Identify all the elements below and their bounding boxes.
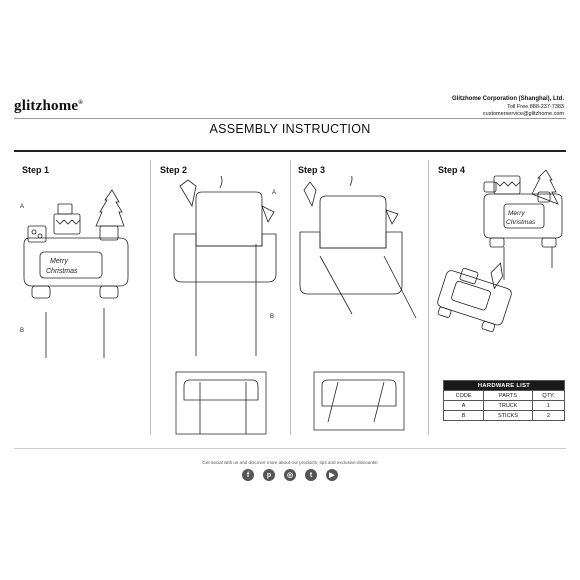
footer-text: Get social with us and discover more abo…: [202, 460, 378, 465]
instagram-icon[interactable]: ◎: [284, 469, 296, 481]
social-links: f p ◎ t ▶: [0, 469, 580, 481]
company-name: Glitzhome Corporation (Shanghai), Ltd.: [452, 96, 564, 102]
qty-cell: 2: [531, 410, 566, 421]
step-2-illustration: A B: [156, 176, 286, 436]
step-3-label: Step 3: [298, 165, 326, 175]
step-1-label: Step 1: [22, 165, 50, 175]
column-divider: [150, 160, 151, 435]
footer-divider: [14, 448, 566, 449]
step-3-illustration: [294, 176, 424, 436]
registered-mark: ®: [78, 100, 83, 106]
table-row: B STICKS 2: [442, 410, 566, 421]
part-b-label: B: [270, 314, 274, 320]
logo-text: glitzhome: [14, 98, 79, 114]
sign-text-line-1: Merry: [508, 210, 525, 217]
header-divider: [14, 150, 566, 152]
qty-cell: 1: [531, 400, 566, 411]
step-1-illustration: A Merry Christmas B: [16, 182, 146, 382]
table-header: QTY.: [531, 390, 566, 401]
column-divider: [290, 160, 291, 435]
code-cell: A: [442, 400, 485, 411]
brand-logo: glitzhome®: [14, 98, 83, 115]
table-row: A TRUCK 1: [442, 400, 566, 411]
sign-text-line-2: Christmas: [506, 219, 536, 226]
sign-text-line-2: Christmas: [46, 268, 78, 275]
parts-cell: STICKS: [483, 410, 533, 421]
facebook-icon[interactable]: f: [242, 469, 254, 481]
code-cell: B: [442, 410, 485, 421]
part-a-label: A: [20, 204, 24, 210]
column-divider: [428, 160, 429, 435]
company-phone: Toll Free 888-237-7383: [507, 103, 564, 110]
step-4-label: Step 4: [438, 165, 466, 175]
step-4-illustration: Merry Christmas: [432, 170, 572, 370]
part-b-label: B: [20, 328, 24, 334]
page-title: ASSEMBLY INSTRUCTION: [209, 122, 371, 136]
parts-cell: TRUCK: [483, 400, 533, 411]
company-info: Glitzhome Corporation (Shanghai), Ltd. T…: [452, 96, 564, 119]
table-header: CODE: [442, 390, 485, 401]
youtube-icon[interactable]: ▶: [326, 469, 338, 481]
top-divider: [14, 118, 566, 119]
twitter-icon[interactable]: t: [305, 469, 317, 481]
company-email: customerservice@glitzhome.com: [482, 111, 564, 117]
table-header: PARTS: [483, 390, 533, 401]
hardware-list-title: HARDWARE LIST: [443, 380, 565, 391]
pinterest-icon[interactable]: p: [263, 469, 275, 481]
step-2-label: Step 2: [160, 165, 188, 175]
sign-text-line-1: Merry: [50, 258, 68, 265]
hardware-list-table: HARDWARE LIST CODE PARTS QTY. A TRUCK 1 …: [442, 380, 566, 421]
part-a-label: A: [272, 190, 276, 196]
